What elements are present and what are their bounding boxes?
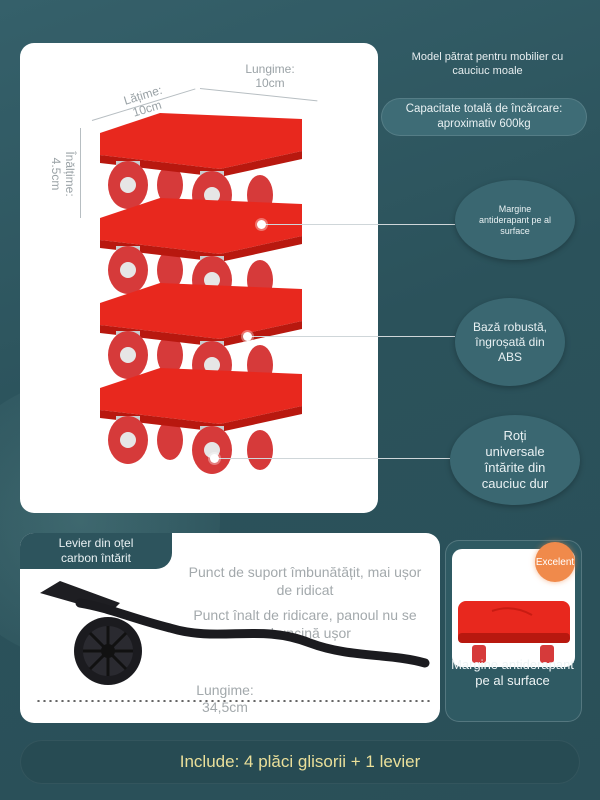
feature-dot-1: [257, 220, 266, 229]
lever-point-support: Punct de suport îmbunătățit, mai ușor de…: [188, 564, 422, 598]
detail-image: [452, 549, 575, 667]
feature-connector-3: [215, 458, 450, 459]
lever-image: [37, 581, 431, 702]
height-dimension-line: [80, 128, 81, 218]
wheel-hub: [120, 177, 136, 193]
lever-length-label: Lungime: 34,5cm: [196, 682, 254, 715]
dolly-plate: [100, 368, 302, 424]
lever-tab-label: Levier din oțel carbon întărit: [58, 536, 134, 565]
wheel: [157, 335, 183, 375]
length-label: Lungime: 10cm: [245, 62, 295, 90]
dolly-plate: [100, 283, 302, 339]
feature-text: Margine antiderapant pe al surface: [478, 203, 552, 236]
feature-connector-2: [248, 336, 455, 337]
dolly-plate: [100, 198, 302, 254]
package-contents-text: Include: 4 plăci glisorii + 1 levier: [179, 752, 421, 771]
excellent-badge: Excelent: [535, 542, 575, 582]
capacity-text: Capacitate totală de încărcare: aproxima…: [405, 103, 563, 130]
feature-bubble-anti-slip: Margine antiderapant pe al surface: [455, 180, 575, 260]
package-contents-band: Include: 4 plăci glisorii + 1 levier: [20, 740, 580, 784]
excellent-badge-text: Excelent: [535, 556, 575, 568]
model-description: Model pătrat pentru mobilier cu cauciuc …: [411, 51, 564, 77]
wheel-hub: [120, 347, 136, 363]
feature-text: Roți universale întărite din cauciuc dur: [481, 428, 549, 491]
feature-bubble-wheels: Roți universale întărite din cauciuc dur: [450, 415, 580, 505]
wheel-hub: [204, 272, 220, 288]
capacity-badge: Capacitate totală de încărcare: aproxima…: [381, 98, 587, 136]
wheel: [157, 420, 183, 460]
feature-bubble-abs-base: Bază robustă, îngroșată din ABS: [455, 298, 565, 386]
detail-caption: Margine antiderapant pe al surface: [451, 657, 574, 688]
wheel: [157, 165, 183, 205]
wheel: [157, 250, 183, 290]
wheel-hub: [120, 432, 136, 448]
wheel-hub: [204, 357, 220, 373]
feature-dot-3: [210, 454, 219, 463]
feature-text: Bază robustă, îngroșată din ABS: [472, 319, 548, 364]
stacked-dollies-image: [100, 113, 302, 474]
feature-dot-2: [243, 332, 252, 341]
lever-tab: Levier din oțel carbon întărit: [20, 533, 172, 569]
feature-connector-1: [262, 224, 455, 225]
dolly-plate: [100, 113, 302, 169]
detail-dolly-image: [458, 601, 570, 663]
wheel: [247, 430, 273, 470]
wheel-hub: [204, 187, 220, 203]
wheel-hub: [120, 262, 136, 278]
